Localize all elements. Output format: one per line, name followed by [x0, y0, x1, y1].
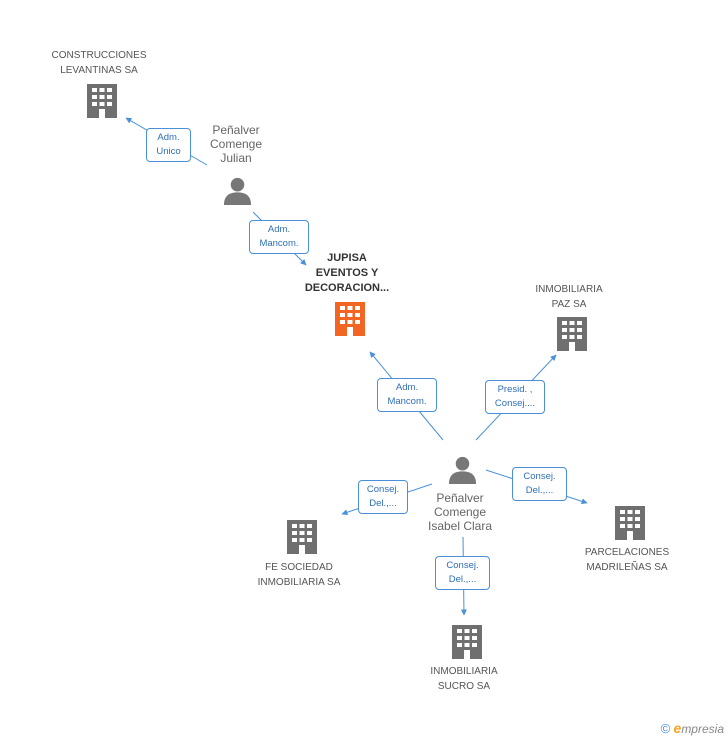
- edge-label-adm-mancom: Adm. Mancom.: [249, 220, 309, 254]
- brand-watermark: © empresia: [661, 720, 724, 736]
- company-label-inmopaz[interactable]: INMOBILIARIA PAZ SA: [535, 284, 603, 310]
- person-icon[interactable]: [223, 177, 252, 205]
- copyright-icon: ©: [660, 721, 671, 736]
- edge-label-consej-del: Consej. Del.,...: [435, 556, 490, 590]
- building-icon[interactable]: [615, 506, 645, 540]
- company-label-fesociedad[interactable]: FE SOCIEDAD INMOBILIARIA SA: [257, 562, 341, 588]
- edge-label-consej-del: Consej. Del.,...: [358, 480, 408, 514]
- building-icon[interactable]: [557, 317, 587, 351]
- edge-label-consej-del: Consej. Del.,...: [512, 467, 567, 501]
- edge-label-presid-consej: Presid. , Consej....: [485, 380, 545, 414]
- person-label-julian[interactable]: Peñalver Comenge Julian: [209, 123, 263, 165]
- building-icon-focus[interactable]: [335, 302, 365, 336]
- edge-label-adm-unico: Adm. Unico: [146, 128, 191, 162]
- edge-label-adm-mancom: Adm. Mancom.: [377, 378, 437, 412]
- building-icon[interactable]: [287, 520, 317, 554]
- company-label-construcciones[interactable]: CONSTRUCCIONES LEVANTINAS SA: [51, 50, 147, 76]
- company-label-jupisa[interactable]: JUPISA EVENTOS Y DECORACION...: [304, 252, 390, 294]
- building-icon[interactable]: [452, 625, 482, 659]
- person-label-isabel[interactable]: Peñalver Comenge Isabel Clara: [427, 491, 493, 533]
- company-label-sucro[interactable]: INMOBILIARIA SUCRO SA: [430, 666, 498, 692]
- brand-logo-e: e: [673, 720, 682, 736]
- building-icon[interactable]: [87, 84, 117, 118]
- edges: [125, 117, 588, 616]
- brand-name: mpresia: [681, 722, 724, 736]
- company-label-parcelaciones[interactable]: PARCELACIONES MADRILEÑAS SA: [584, 547, 670, 573]
- person-icon[interactable]: [448, 456, 477, 484]
